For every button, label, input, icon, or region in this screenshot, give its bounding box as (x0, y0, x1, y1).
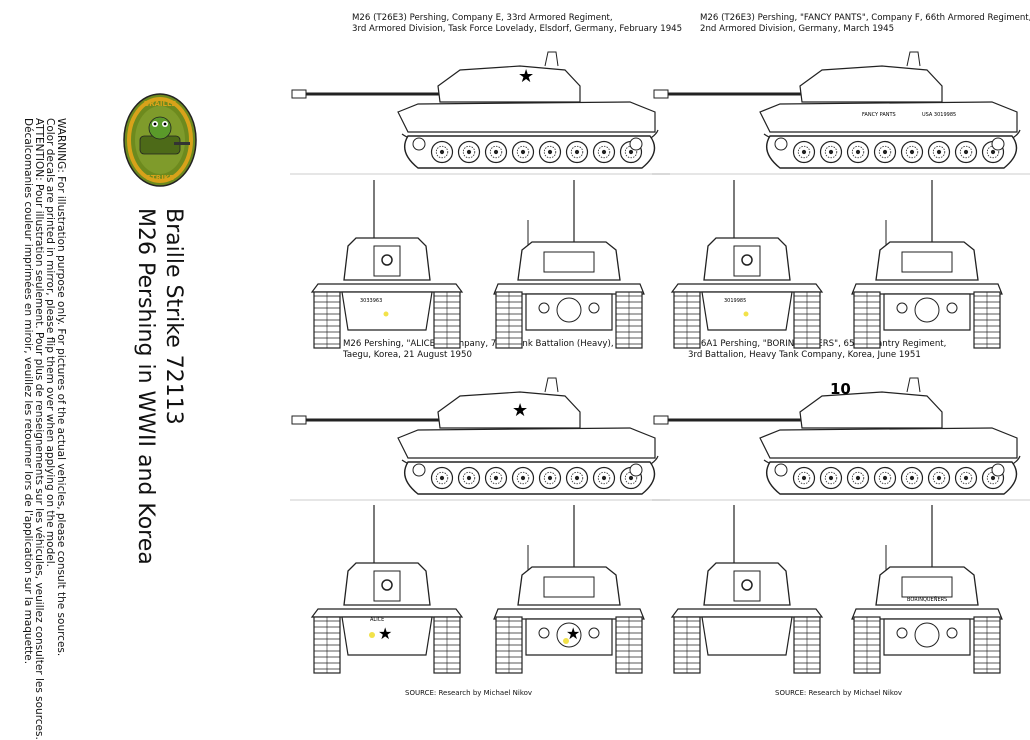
star-marking: ★ (378, 624, 392, 643)
front-drawing (310, 505, 464, 674)
vehicle-1-side-view: ★ (290, 51, 670, 175)
source-right: SOURCE: Research by Michael Nikov (775, 689, 903, 697)
source-left: SOURCE: Research by Michael Nikov (405, 689, 533, 697)
logo-text-top: BRAILLE (144, 100, 177, 108)
decal-yellow (369, 632, 375, 638)
hull-serial: USA 3019985 (922, 112, 956, 118)
hull-name: FANCY PANTS (862, 112, 896, 118)
warning-fr-line-1: ATTENTION: Pour illustration seulement. … (33, 118, 45, 740)
rear-drawing (851, 505, 1003, 674)
star-marking: ★ (512, 400, 528, 421)
logo-text-bottom: STRIKE (146, 174, 174, 182)
turret-number: 10 (830, 380, 851, 398)
front-plate: ALICE (370, 617, 384, 623)
vehicle-1-caption-line-2: 3rd Armored Division, Task Force Lovelad… (352, 24, 683, 34)
side-drawing (290, 377, 670, 501)
vehicle-2-caption-line-2: 2nd Armored Division, Germany, March 194… (700, 24, 895, 34)
vehicle-4-caption-line-2: 3rd Battalion, Heavy Tank Company, Korea… (688, 350, 921, 360)
vehicle-3-front-view: ALICE★ (310, 505, 464, 674)
vehicle-3-rear-view: ★ (493, 505, 645, 674)
warning-english: WARNING: For illustration purpose only. … (44, 118, 67, 657)
side-drawing (290, 51, 670, 175)
front-drawing (310, 180, 464, 349)
warning-en-line-1: WARNING: For illustration purpose only. … (55, 118, 67, 657)
vehicle-2-side-view: FANCY PANTS USA 3019985 (652, 51, 1030, 175)
warning-fr-line-2: Décalcomanies couleur imprimées en miroi… (22, 118, 34, 665)
vehicle-3-side-view: ★ (290, 377, 670, 501)
vehicle-4-rear-view: BORINQUEÑERS (851, 505, 1003, 674)
vehicle-2-front-view: 3019985 (670, 180, 824, 349)
vehicle-1-front-view: 3033963 (310, 180, 464, 349)
side-drawing (652, 377, 1030, 501)
vehicle-3-caption-line-2: Taegu, Korea, 21 August 1950 (343, 350, 472, 360)
star-marking: ★ (518, 66, 534, 87)
rear-drawing (493, 180, 645, 349)
vehicle-1-caption: M26 (T26E3) Pershing, Company E, 33rd Ar… (352, 13, 682, 35)
vehicle-1-caption-line-1: M26 (T26E3) Pershing, Company E, 33rd Ar… (352, 13, 613, 23)
side-drawing (652, 51, 1030, 175)
star-marking: ★ (566, 624, 580, 643)
vehicle-2-caption: M26 (T26E3) Pershing, "FANCY PANTS", Com… (700, 13, 1030, 35)
vehicle-2-rear-view (851, 180, 1003, 349)
braille-strike-logo: BRAILLE STRIKE (123, 93, 197, 187)
vehicle-1-rear-view (493, 180, 645, 349)
rear-drawing (493, 505, 645, 674)
decal-yellow (743, 311, 749, 317)
vehicle-4-front-view (670, 505, 824, 674)
vehicle-4-side-view: 10 (652, 377, 1030, 501)
warning-french: ATTENTION: Pour illustration seulement. … (22, 118, 45, 740)
sheet-title: Braille Strike 72113 (161, 208, 186, 425)
rear-plate: BORINQUEÑERS (907, 596, 947, 603)
vehicle-3-caption-line-1: M26 Pershing, "ALICE", Company, 73rd Tan… (343, 339, 614, 349)
vehicle-3-caption: M26 Pershing, "ALICE", Company, 73rd Tan… (343, 339, 614, 361)
vehicle-2-caption-line-1: M26 (T26E3) Pershing, "FANCY PANTS", Com… (700, 13, 1030, 23)
front-plate: 3019985 (724, 298, 746, 304)
sheet-subtitle: M26 Pershing in WWII and Korea (133, 208, 158, 565)
decal-yellow (383, 311, 389, 317)
decal-yellow (563, 638, 569, 644)
front-drawing (670, 180, 824, 349)
front-plate: 3033963 (360, 298, 382, 304)
front-drawing (670, 505, 824, 674)
rear-drawing (851, 180, 1003, 349)
warning-en-line-2: Color decals are printed in mirror, plea… (44, 118, 56, 567)
